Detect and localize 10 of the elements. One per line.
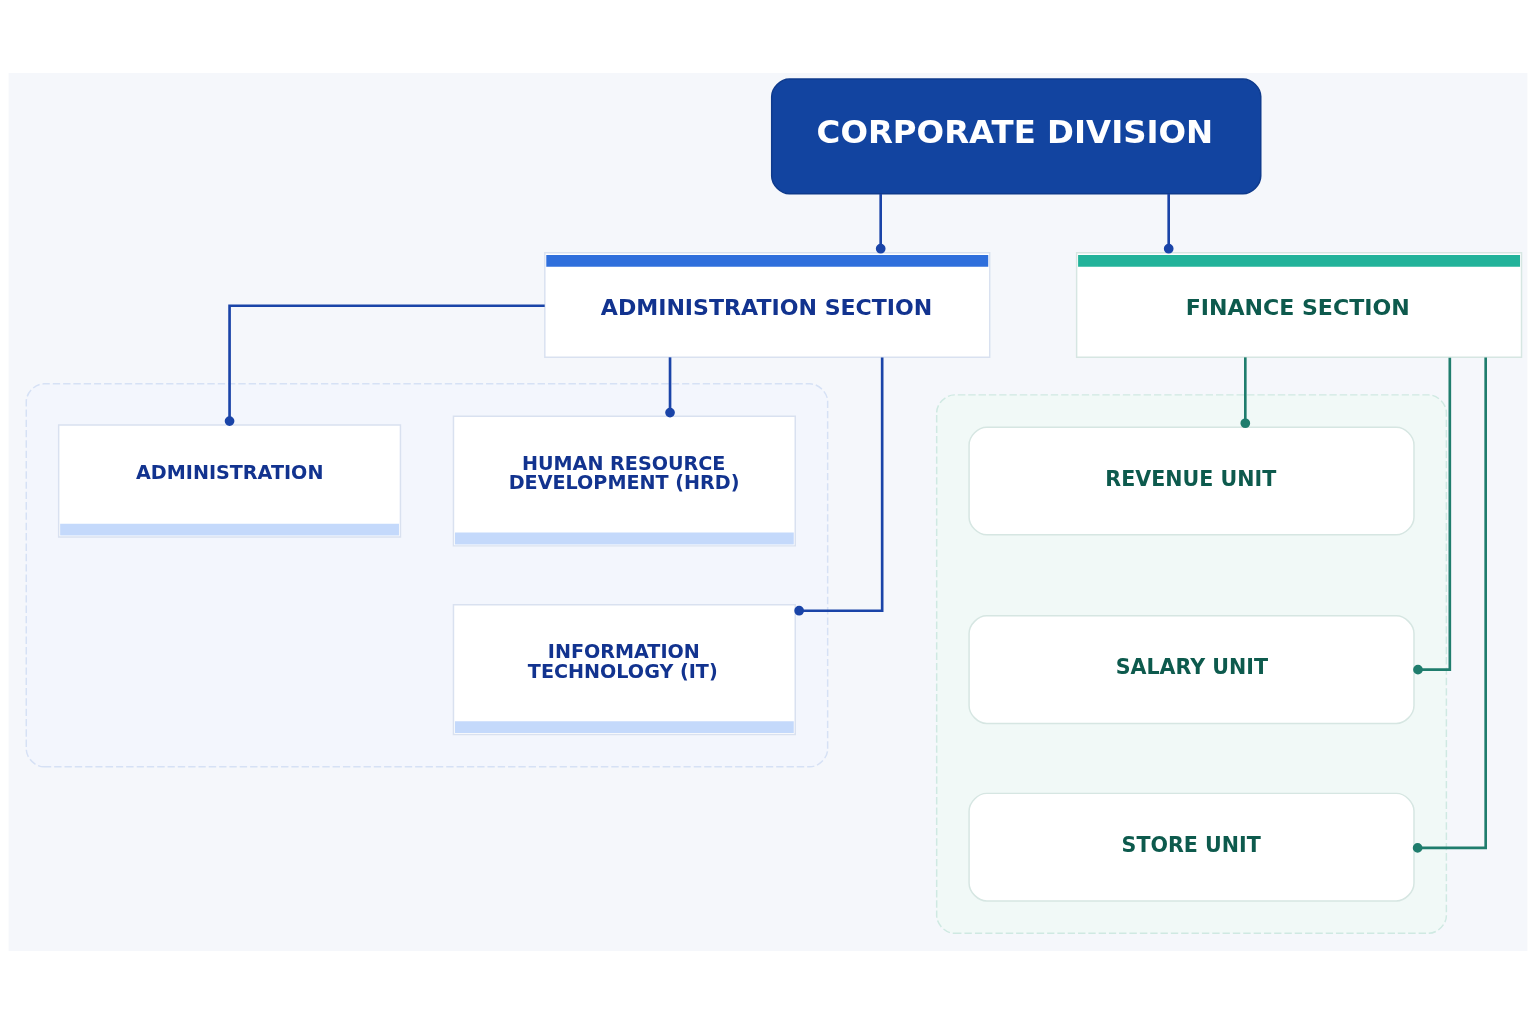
connector (875, 193, 886, 254)
connector (1413, 357, 1452, 675)
connector (665, 357, 675, 418)
connector (1163, 193, 1174, 254)
cluster (25, 383, 829, 768)
connector (224, 304, 545, 426)
connector (794, 357, 884, 616)
connector (1412, 357, 1487, 853)
cluster (935, 394, 1448, 935)
connector (1240, 357, 1251, 429)
